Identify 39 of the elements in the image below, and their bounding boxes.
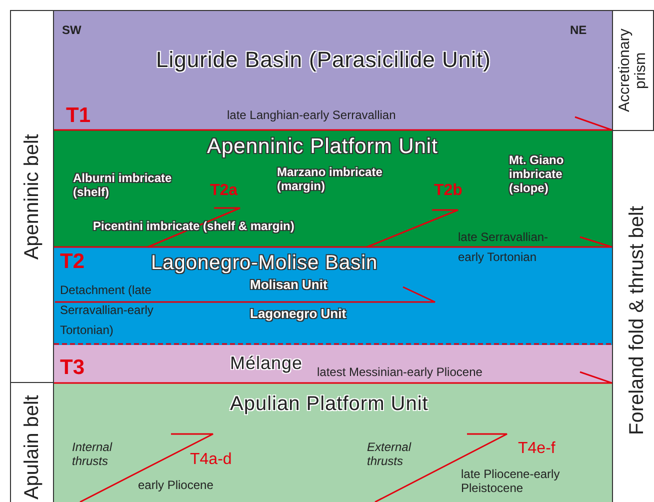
column-box bbox=[612, 10, 654, 131]
thrust-label: T4a-d bbox=[190, 451, 233, 470]
annotation-text: Internal thrusts bbox=[72, 441, 114, 469]
unit-band bbox=[53, 345, 613, 384]
thrust-label: T4e-f bbox=[518, 440, 556, 458]
unit-band bbox=[53, 130, 613, 248]
annotation-text: early Pliocene bbox=[138, 479, 214, 493]
annotation-text: External thrusts bbox=[367, 441, 412, 469]
thrust-label: T2a bbox=[210, 182, 239, 200]
annotation-text: late Serravallian-early Tortonian bbox=[458, 229, 550, 266]
annotation-text: Detachment (late Serravallian-early Tortonian) bbox=[60, 282, 154, 339]
column-label: Accretionary prism bbox=[617, 28, 649, 114]
annotation-text: Mt. Giano imbricate (slope) bbox=[509, 154, 565, 196]
annotation-text: Alburni imbricate (shelf) bbox=[73, 172, 173, 200]
annotation-text: Molisan Unit bbox=[250, 278, 328, 293]
column-label: Apulain belt bbox=[22, 394, 42, 500]
unit-title: Liguride Basin (Parasicilide Unit) bbox=[156, 47, 491, 73]
unit-band bbox=[53, 383, 613, 502]
annotation-text: Picentini imbricate (shelf & margin) bbox=[93, 220, 296, 234]
column-box bbox=[10, 10, 54, 383]
unit-title: Lagonegro-Molise Basin bbox=[151, 252, 378, 275]
thrust-label: T2 bbox=[60, 250, 86, 274]
thrust-label: T2b bbox=[434, 182, 464, 200]
thrust-label: T1 bbox=[66, 104, 92, 128]
annotation-text: late Langhian-early Serravallian bbox=[227, 109, 397, 123]
annotation-text: late Pliocene-early Pleistocene bbox=[461, 468, 561, 496]
column-label: Apenninic belt bbox=[22, 134, 42, 260]
unit-title: Apulian Platform Unit bbox=[230, 393, 428, 416]
column-label: Foreland fold & thrust belt bbox=[626, 206, 648, 436]
unit-band bbox=[53, 10, 613, 131]
unit-title: Apenninic Platform Unit bbox=[207, 135, 438, 159]
annotation-text: latest Messinian-early Pliocene bbox=[317, 366, 484, 380]
annotation-text: Lagonegro Unit bbox=[250, 307, 348, 322]
annotation-text: Marzano imbricate (margin) bbox=[277, 166, 384, 194]
unit-title: Mélange bbox=[230, 353, 303, 374]
thrust-label: T3 bbox=[60, 356, 86, 380]
annotation-text: SW bbox=[62, 24, 82, 38]
annotation-text: NE bbox=[570, 24, 588, 38]
unit-band bbox=[53, 247, 613, 345]
